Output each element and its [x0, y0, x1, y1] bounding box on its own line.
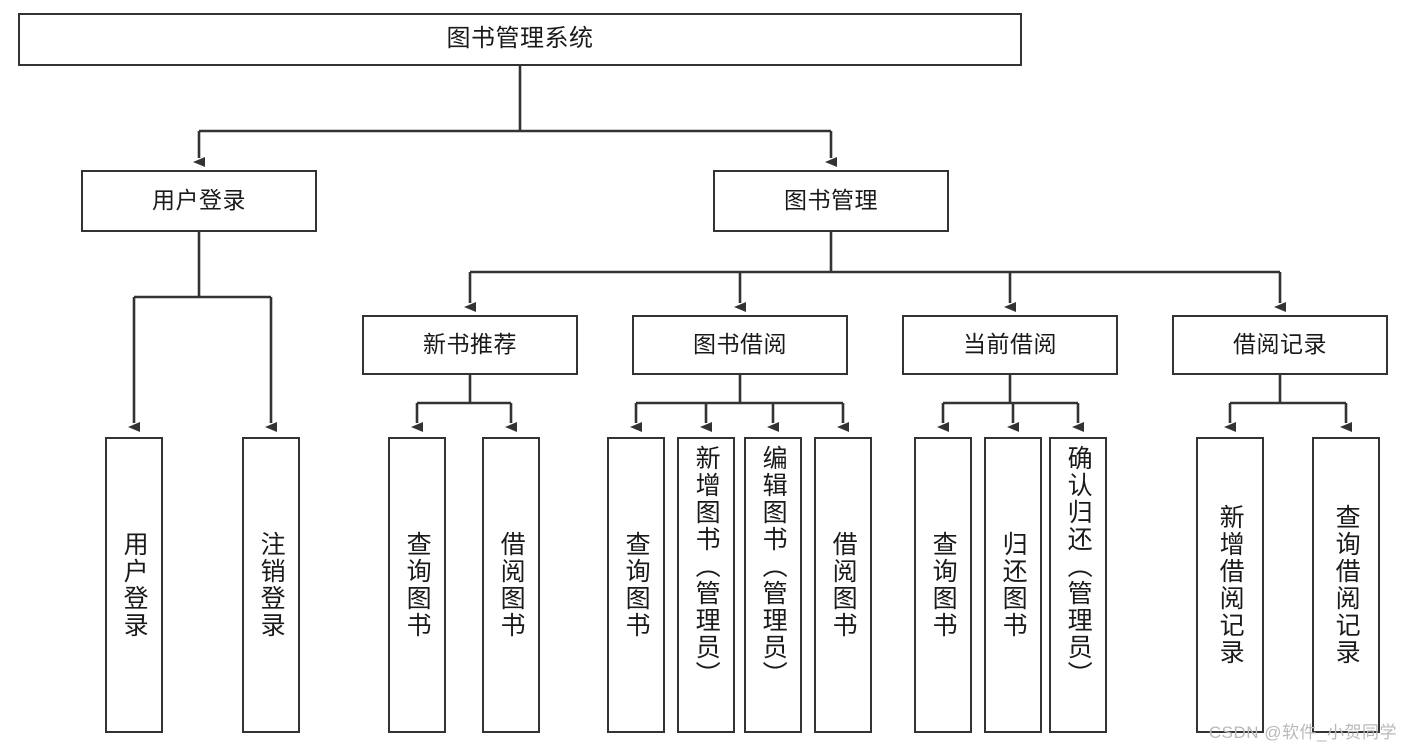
- leaf-current-borrow-return[interactable]: 归还图书: [984, 437, 1042, 733]
- leaf-new-book-query[interactable]: 查询图书: [388, 437, 446, 733]
- leaf-book-borrow-query[interactable]: 查询图书: [607, 437, 665, 733]
- node-label: 借阅图书: [829, 531, 858, 639]
- node-label: 图书借阅: [693, 331, 787, 358]
- node-book-borrow[interactable]: 图书借阅: [632, 315, 848, 375]
- leaf-book-borrow-borrow[interactable]: 借阅图书: [814, 437, 872, 733]
- node-current-borrow[interactable]: 当前借阅: [902, 315, 1118, 375]
- node-label: 归还图书: [999, 531, 1028, 639]
- node-label: 查询图书: [929, 531, 958, 639]
- node-label: 当前借阅: [963, 331, 1057, 358]
- node-label: 查询图书: [622, 531, 651, 639]
- node-label: 借阅图书: [497, 531, 526, 639]
- node-root-system[interactable]: 图书管理系统: [18, 13, 1022, 66]
- leaf-current-borrow-confirm-return[interactable]: 确认归还（管理员）: [1049, 437, 1107, 733]
- node-user-login[interactable]: 用户登录: [81, 170, 317, 232]
- node-label: 编辑图书（管理员）: [759, 445, 788, 688]
- node-label: 查询图书: [403, 531, 432, 639]
- csdn-watermark: CSDN @软件_小贺同学: [1208, 723, 1397, 742]
- node-borrow-record[interactable]: 借阅记录: [1172, 315, 1388, 375]
- node-label: 注销登录: [257, 531, 286, 639]
- node-label: 图书管理系统: [446, 25, 594, 53]
- leaf-borrow-record-query[interactable]: 查询借阅记录: [1312, 437, 1380, 733]
- node-label: 图书管理: [784, 187, 878, 214]
- leaf-borrow-record-add[interactable]: 新增借阅记录: [1196, 437, 1264, 733]
- leaf-user-login-signin[interactable]: 用户登录: [105, 437, 163, 733]
- node-label: 确认归还（管理员）: [1064, 445, 1093, 688]
- node-book-management[interactable]: 图书管理: [713, 170, 949, 232]
- node-label: 新增图书（管理员）: [692, 445, 721, 688]
- node-label: 新增借阅记录: [1216, 504, 1245, 666]
- leaf-book-borrow-edit[interactable]: 编辑图书（管理员）: [744, 437, 802, 733]
- leaf-user-login-signout[interactable]: 注销登录: [242, 437, 300, 733]
- node-label: 用户登录: [152, 187, 246, 214]
- node-label: 用户登录: [120, 531, 149, 639]
- leaf-book-borrow-add[interactable]: 新增图书（管理员）: [677, 437, 735, 733]
- leaf-current-borrow-query[interactable]: 查询图书: [914, 437, 972, 733]
- node-label: 借阅记录: [1233, 331, 1327, 358]
- node-new-book-recommend[interactable]: 新书推荐: [362, 315, 578, 375]
- node-label: 查询借阅记录: [1332, 504, 1361, 666]
- node-label: 新书推荐: [423, 331, 517, 358]
- leaf-new-book-borrow[interactable]: 借阅图书: [482, 437, 540, 733]
